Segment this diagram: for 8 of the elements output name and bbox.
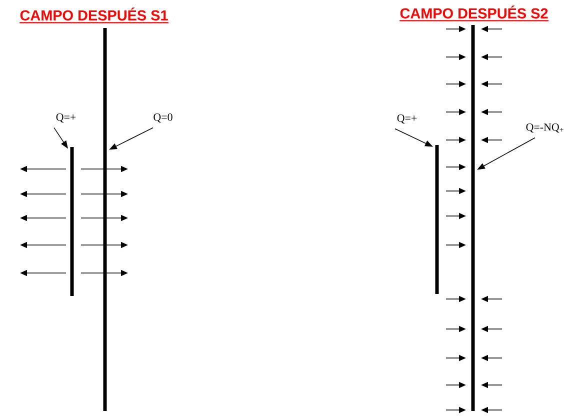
charge-label: Q=+ [56,114,76,123]
charge-label: Q=0 [154,113,172,123]
plate [103,28,107,411]
charge-label: Q=+ [397,114,417,124]
plate [471,25,475,411]
plate [435,145,439,294]
charge-label: Q=-NQ$_{+}$ [526,124,564,133]
plate [70,147,74,296]
